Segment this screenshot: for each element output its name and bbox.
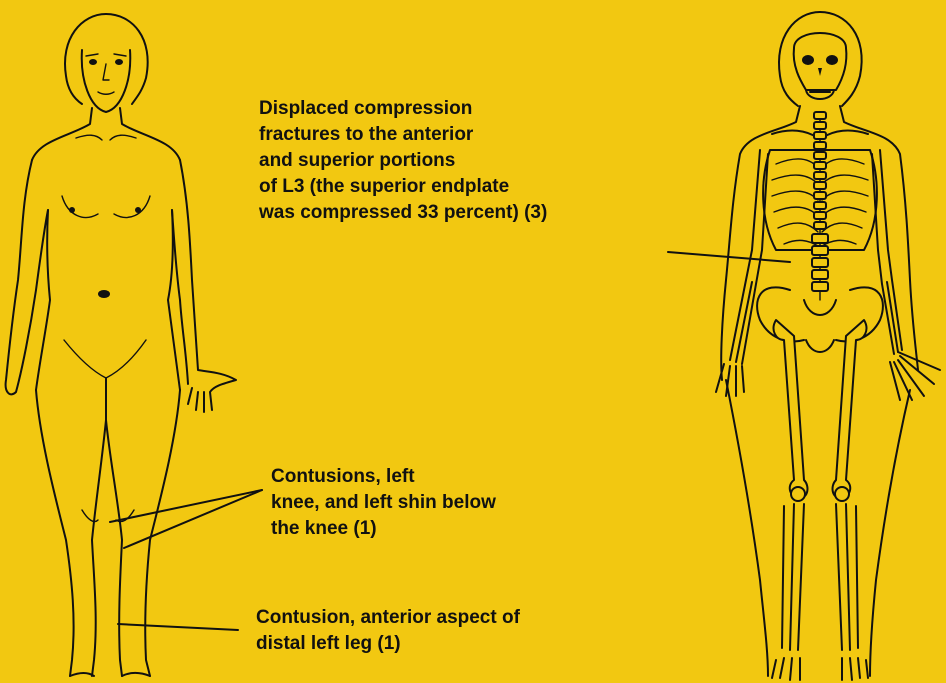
annotation-line: Displaced compression	[259, 96, 547, 122]
left-patella	[791, 487, 805, 501]
navel	[98, 290, 110, 298]
legs-outline	[36, 378, 180, 676]
left-femur	[774, 320, 808, 498]
vertebrae	[812, 112, 828, 291]
annotation-line: the knee (1)	[271, 516, 496, 542]
knee-lines	[82, 510, 134, 522]
female-body-figure	[6, 14, 236, 676]
annotation-line: was compressed 33 percent) (3)	[259, 200, 547, 226]
feet	[70, 673, 150, 676]
right-femur	[833, 320, 867, 498]
annotation-line: knee, and left shin below	[271, 490, 496, 516]
chest-lines	[62, 196, 150, 217]
knee-contusion-annotation: Contusions, left knee, and left shin bel…	[271, 464, 496, 542]
distal-leg-leader-line	[118, 624, 238, 630]
pelvis-lines	[64, 340, 146, 378]
knee-leader-line	[110, 490, 262, 522]
hair-outline	[65, 14, 148, 104]
left-hand-bones	[716, 364, 744, 396]
right-eye-socket	[826, 55, 838, 65]
jaw	[806, 90, 834, 99]
right-eye	[115, 59, 123, 65]
right-patella	[835, 487, 849, 501]
right-lower-leg-bones	[836, 504, 858, 650]
collarbones	[76, 135, 136, 140]
nose	[103, 64, 109, 80]
spine-fracture-annotation: Displaced compression fractures to the a…	[259, 96, 547, 226]
annotation-line: distal left leg (1)	[256, 631, 520, 657]
nasal-cavity	[818, 68, 822, 76]
annotation-line: and superior portions	[259, 148, 547, 174]
torso-outline	[36, 210, 180, 390]
annotation-line: Contusions, left	[271, 464, 496, 490]
right-hand-bones	[890, 352, 940, 400]
annotation-line: fractures to the anterior	[259, 122, 547, 148]
left-eye	[89, 59, 97, 65]
eyebrows	[86, 54, 126, 56]
left-eye-socket	[802, 55, 814, 65]
skeleton-figure	[716, 12, 940, 680]
skeleton-feet	[772, 658, 868, 680]
leg-contusion-annotation: Contusion, anterior aspect of distal lef…	[256, 605, 520, 657]
shin-leader-line	[124, 490, 262, 548]
annotation-line: Contusion, anterior aspect of	[256, 605, 520, 631]
annotation-line: of L3 (the superior endplate	[259, 174, 547, 200]
right-arm-outline	[172, 160, 236, 412]
left-lower-leg-bones	[782, 504, 804, 650]
mouth	[98, 92, 114, 94]
skull	[794, 33, 847, 90]
leader-lines	[110, 252, 790, 630]
neck-and-shoulders	[32, 108, 180, 160]
face-outline	[82, 50, 131, 112]
